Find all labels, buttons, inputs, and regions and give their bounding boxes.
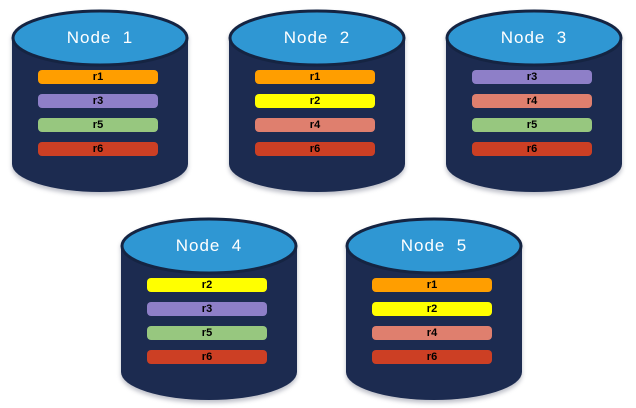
node-title: Node 5: [400, 236, 468, 255]
cylinder-top-ellipse: [445, 9, 623, 67]
replica-bar: r1: [372, 278, 492, 292]
node-title: Node 3: [500, 28, 568, 47]
replica-label: r3: [92, 95, 104, 107]
node-cylinder: Node 2 r1 r2 r4 r6: [227, 8, 407, 192]
replica-label: r1: [426, 279, 438, 291]
replica-label: r3: [201, 303, 213, 315]
replica-bars: r2 r3 r5 r6: [147, 278, 267, 374]
replica-label: r4: [526, 95, 538, 107]
replica-bar: r6: [472, 142, 592, 156]
replica-bar: r6: [147, 350, 267, 364]
cylinder-top-ellipse: [120, 217, 298, 275]
replica-label: r6: [92, 143, 104, 155]
cylinder-top-ellipse: [228, 9, 406, 67]
replica-bar: r3: [147, 302, 267, 316]
replica-bar: r1: [38, 70, 158, 84]
replica-bar: r1: [255, 70, 375, 84]
replica-bar: r4: [372, 326, 492, 340]
replica-bar: r4: [472, 94, 592, 108]
replica-label: r5: [201, 327, 213, 339]
replica-label: r2: [201, 279, 213, 291]
node-title: Node 2: [283, 28, 351, 47]
replica-bar: r5: [38, 118, 158, 132]
replica-label: r2: [309, 95, 321, 107]
replica-label: r4: [426, 327, 438, 339]
replica-bar: r3: [38, 94, 158, 108]
node-title: Node 4: [175, 236, 243, 255]
replica-label: r6: [526, 143, 538, 155]
replica-label: r1: [92, 71, 104, 83]
replica-label: r5: [92, 119, 104, 131]
node-title: Node 1: [66, 28, 134, 47]
replica-label: r6: [309, 143, 321, 155]
replica-label: r5: [526, 119, 538, 131]
replica-label: r1: [309, 71, 321, 83]
replica-label: r2: [426, 303, 438, 315]
node-cylinder: Node 1 r1 r3 r5 r6: [10, 8, 190, 192]
replica-bar: r2: [372, 302, 492, 316]
replica-bar: r5: [147, 326, 267, 340]
replica-bar: r6: [38, 142, 158, 156]
node-cylinder: Node 5 r1 r2 r4 r6: [344, 216, 524, 400]
replica-bar: r6: [255, 142, 375, 156]
cylinder-top-ellipse: [345, 217, 523, 275]
replica-label: r6: [426, 351, 438, 363]
replica-bars: r1 r2 r4 r6: [255, 70, 375, 166]
replica-bars: r1 r2 r4 r6: [372, 278, 492, 374]
replica-label: r6: [201, 351, 213, 363]
replica-bars: r3 r4 r5 r6: [472, 70, 592, 166]
replica-label: r3: [526, 71, 538, 83]
replica-bar: r5: [472, 118, 592, 132]
replica-bar: r2: [147, 278, 267, 292]
replica-bar: r6: [372, 350, 492, 364]
replica-bar: r2: [255, 94, 375, 108]
node-cylinder: Node 3 r3 r4 r5 r6: [444, 8, 624, 192]
replica-bar: r4: [255, 118, 375, 132]
replica-bars: r1 r3 r5 r6: [38, 70, 158, 166]
node-cylinder: Node 4 r2 r3 r5 r6: [119, 216, 299, 400]
cylinder-top-ellipse: [11, 9, 189, 67]
replica-label: r4: [309, 119, 321, 131]
replica-bar: r3: [472, 70, 592, 84]
